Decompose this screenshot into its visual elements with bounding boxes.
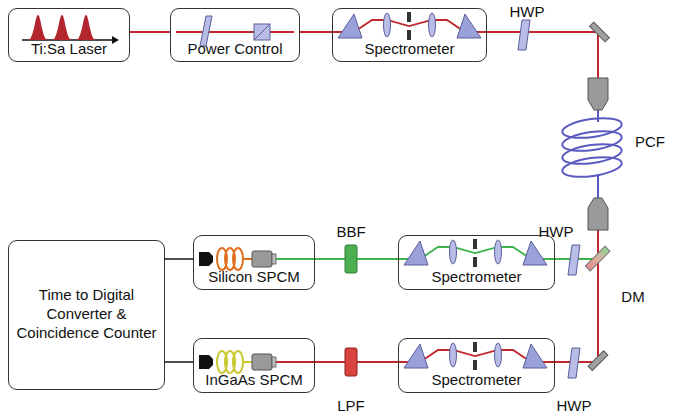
part-label: DM	[621, 288, 644, 305]
long-pass-filter	[345, 348, 357, 376]
fiber-collimator	[588, 198, 608, 230]
beam-line	[487, 32, 598, 78]
spectrometer-box: Spectrometer	[332, 8, 487, 62]
half-wave-plate	[568, 245, 580, 275]
part-label: LPF	[337, 397, 365, 414]
ingaas-spcm-icon	[199, 351, 315, 373]
half-wave-plate	[518, 20, 530, 50]
part-label: BBF	[336, 223, 365, 240]
laser-box: Ti:Sa Laser	[8, 8, 130, 62]
beam-line	[130, 31, 170, 33]
spectrometer-box: Spectrometer	[398, 338, 555, 393]
beam-connector	[165, 362, 193, 363]
node-label: Ti:Sa Laser	[31, 40, 107, 57]
beam-line	[487, 32, 598, 78]
detector-box: Silicon SPCM	[193, 235, 315, 290]
node-label: Time to Digital Converter & Coincidence …	[15, 286, 158, 342]
counter-box: Time to Digital Converter & Coincidence …	[8, 240, 165, 390]
power-control-box: Power Control	[170, 8, 300, 62]
beam-connector	[487, 32, 598, 362]
beam-line	[165, 258, 193, 260]
spectrometer-box: Spectrometer	[398, 235, 555, 290]
band-block-filter	[345, 245, 357, 273]
beam-line	[555, 230, 598, 362]
mirror	[588, 351, 608, 371]
pulse-train-icon	[22, 15, 119, 44]
node-label: Spectrometer	[431, 268, 521, 285]
spectrometer-icon	[398, 342, 555, 370]
silicon-spcm-icon	[199, 248, 315, 270]
beam-connector	[130, 32, 170, 33]
photonic-crystal-fiber	[561, 110, 623, 198]
detector-box: InGaAs SPCM	[193, 338, 315, 393]
beam-line	[165, 361, 193, 363]
node-label: InGaAs SPCM	[205, 371, 303, 388]
node-label: Silicon SPCM	[208, 268, 300, 285]
beam-connector	[165, 259, 193, 260]
beam-line	[300, 31, 332, 33]
node-label: Spectrometer	[364, 40, 454, 57]
part-label: HWP	[557, 397, 592, 414]
part-label: HWP	[539, 223, 574, 240]
node-label: Power Control	[187, 40, 282, 57]
beam-connector	[300, 32, 332, 33]
spectrometer-icon	[332, 12, 487, 40]
part-label: PCF	[635, 133, 665, 150]
dichroic-mirror	[585, 246, 610, 271]
node-label: Spectrometer	[431, 371, 521, 388]
spectrometer-icon	[398, 239, 555, 267]
beam-connector	[487, 32, 598, 259]
part-label: HWP	[510, 3, 545, 20]
half-wave-plate	[568, 348, 580, 378]
mirror	[590, 22, 610, 42]
fiber-collimator	[588, 78, 608, 110]
